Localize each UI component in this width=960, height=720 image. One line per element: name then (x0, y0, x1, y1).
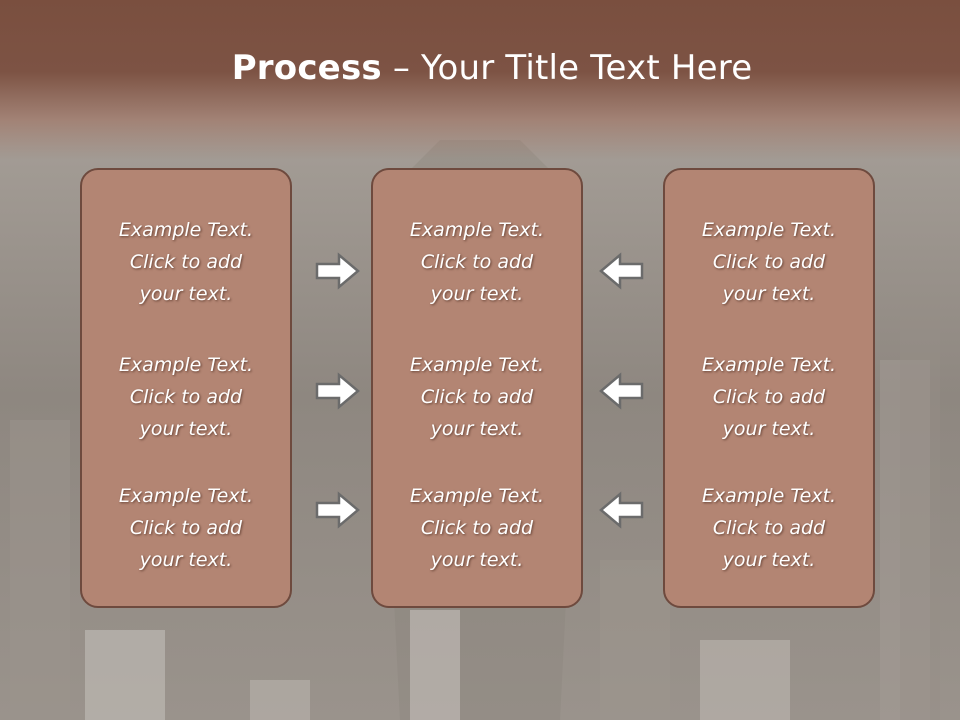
text-line: your text. (722, 283, 816, 305)
text-line: Click to add (129, 517, 243, 539)
text-line: Example Text. (409, 485, 545, 507)
text-line: Example Text. (118, 485, 254, 507)
text-line: Example Text. (701, 219, 837, 241)
left-arrow-icon (599, 372, 644, 410)
text-line: Click to add (420, 251, 534, 273)
text-line: your text. (139, 418, 233, 440)
example-text-3-2[interactable]: Example Text. Click to add your text. (665, 349, 873, 445)
slide-title[interactable]: Process – Your Title Text Here (0, 48, 960, 88)
text-line: Click to add (712, 251, 826, 273)
text-line: Click to add (712, 517, 826, 539)
text-line: Example Text. (118, 219, 254, 241)
process-box-3[interactable]: Example Text. Click to add your text. Ex… (663, 168, 875, 608)
right-arrow-icon (315, 252, 360, 290)
example-text-1-1[interactable]: Example Text. Click to add your text. (82, 214, 290, 310)
text-line: your text. (139, 549, 233, 571)
left-arrow-icon (599, 491, 644, 529)
text-line: Example Text. (118, 354, 254, 376)
right-arrow-icon (315, 372, 360, 410)
text-line: your text. (722, 549, 816, 571)
right-arrow-icon (315, 491, 360, 529)
text-line: Click to add (129, 251, 243, 273)
example-text-2-2[interactable]: Example Text. Click to add your text. (373, 349, 581, 445)
text-line: Example Text. (409, 219, 545, 241)
process-box-1[interactable]: Example Text. Click to add your text. Ex… (80, 168, 292, 608)
text-line: your text. (139, 283, 233, 305)
left-arrow-icon (599, 252, 644, 290)
process-box-2[interactable]: Example Text. Click to add your text. Ex… (371, 168, 583, 608)
example-text-2-1[interactable]: Example Text. Click to add your text. (373, 214, 581, 310)
text-line: Click to add (420, 517, 534, 539)
example-text-2-3[interactable]: Example Text. Click to add your text. (373, 480, 581, 576)
text-line: Example Text. (701, 354, 837, 376)
title-rest: – Your Title Text Here (381, 48, 753, 88)
text-line: Click to add (420, 386, 534, 408)
text-line: your text. (430, 549, 524, 571)
text-line: your text. (430, 418, 524, 440)
example-text-1-3[interactable]: Example Text. Click to add your text. (82, 480, 290, 576)
title-bar (0, 0, 960, 160)
text-line: Click to add (712, 386, 826, 408)
example-text-3-3[interactable]: Example Text. Click to add your text. (665, 480, 873, 576)
example-text-3-1[interactable]: Example Text. Click to add your text. (665, 214, 873, 310)
title-bold: Process (231, 48, 382, 88)
text-line: Example Text. (409, 354, 545, 376)
text-line: your text. (722, 418, 816, 440)
text-line: Example Text. (701, 485, 837, 507)
example-text-1-2[interactable]: Example Text. Click to add your text. (82, 349, 290, 445)
text-line: Click to add (129, 386, 243, 408)
text-line: your text. (430, 283, 524, 305)
